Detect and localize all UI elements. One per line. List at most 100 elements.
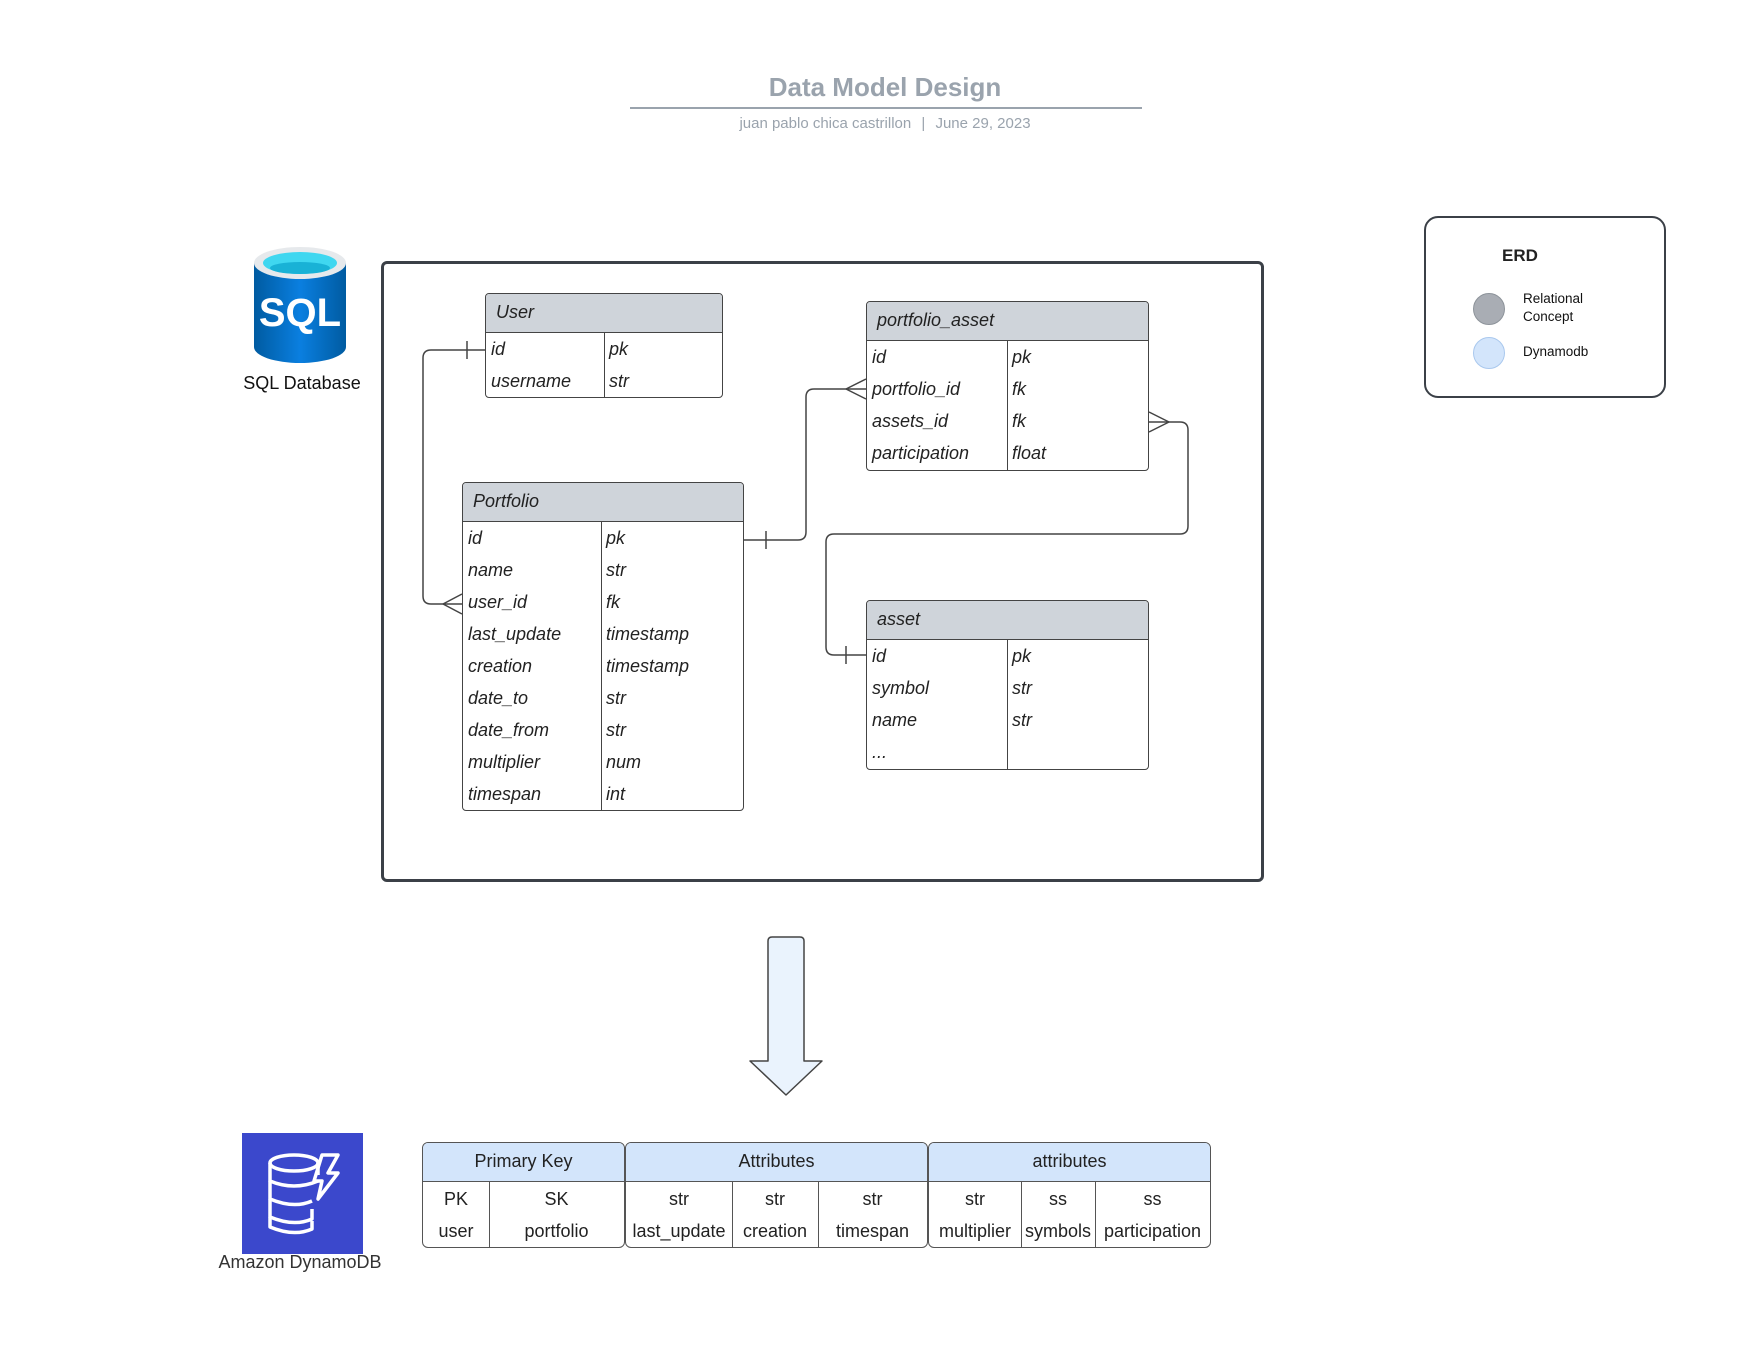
field-name: timespan xyxy=(468,784,542,804)
field-type: pk xyxy=(1012,646,1032,666)
many-marker xyxy=(1148,411,1170,433)
entity-row: portfolio_id fk xyxy=(867,373,1148,405)
attribute-type: ss xyxy=(1143,1189,1162,1209)
dynamo-table-attributes[interactable]: Attributes str last_update str creation … xyxy=(625,1142,928,1248)
field-name: name xyxy=(468,560,514,580)
field-name: ... xyxy=(872,742,888,762)
dynamo-table-primary-key[interactable]: Primary Key PK user SK portfolio xyxy=(422,1142,625,1248)
field-name: portfolio_id xyxy=(872,379,961,399)
legend-panel xyxy=(1424,216,1666,398)
attribute-type: str xyxy=(669,1189,689,1209)
field-type: str xyxy=(1012,678,1032,698)
dynamo-table-header: Attributes xyxy=(626,1143,927,1182)
field-type: pk xyxy=(606,528,626,548)
field-type: timestamp xyxy=(606,624,690,644)
entity-row: creation timestamp xyxy=(463,650,743,682)
field-type: float xyxy=(1012,443,1047,463)
down-arrow-icon xyxy=(749,936,823,1096)
dynamodb-icon xyxy=(242,1133,363,1254)
dynamodb-label: Amazon DynamoDB xyxy=(218,1252,382,1272)
field-name: last_update xyxy=(468,624,562,644)
column-divider xyxy=(601,522,602,810)
attribute-type: str xyxy=(965,1189,985,1209)
page-title: Data Model Design xyxy=(768,72,1002,102)
entity-portfolio-header: Portfolio xyxy=(463,483,743,522)
entity-row: name str xyxy=(463,554,743,586)
field-name: participation xyxy=(872,443,970,463)
dynamo-table-header: attributes xyxy=(929,1143,1210,1182)
sql-database-icon: SQL xyxy=(252,243,348,367)
attribute-name: last_update xyxy=(632,1221,726,1241)
svg-text:SQL: SQL xyxy=(259,291,341,335)
sql-database-label: SQL Database xyxy=(243,373,361,393)
entity-row: last_update timestamp xyxy=(463,618,743,650)
many-marker xyxy=(845,378,867,400)
column-divider xyxy=(604,333,605,397)
column-divider xyxy=(732,1182,733,1247)
attribute-name: user xyxy=(438,1221,474,1241)
title-underline xyxy=(630,107,1142,109)
field-name: multiplier xyxy=(468,752,541,772)
many-marker xyxy=(442,593,463,615)
entity-portfolio-asset-header: portfolio_asset xyxy=(867,302,1148,341)
attribute-name: timespan xyxy=(835,1221,910,1241)
column-divider xyxy=(1095,1182,1096,1247)
field-type: str xyxy=(606,688,626,708)
field-name: assets_id xyxy=(872,411,949,431)
dynamo-table-header: Primary Key xyxy=(423,1143,624,1182)
entity-row: participation float xyxy=(867,437,1148,469)
connector-portfolio-portfolioasset xyxy=(744,388,866,541)
page-subtitle: juan pablo chica castrillon | June 29, 2… xyxy=(630,115,1140,132)
entity-row: id pk xyxy=(867,640,1148,672)
field-type: str xyxy=(609,371,629,391)
column-divider xyxy=(489,1182,490,1247)
field-type: str xyxy=(1012,710,1032,730)
column-divider xyxy=(1007,341,1008,470)
field-name: id xyxy=(468,528,483,548)
field-type: timestamp xyxy=(606,656,690,676)
column-divider xyxy=(1007,640,1008,769)
field-type: fk xyxy=(1012,379,1027,399)
attribute-name: portfolio xyxy=(524,1221,589,1241)
entity-row: id pk xyxy=(463,522,743,554)
field-name: name xyxy=(872,710,918,730)
entity-row: name str xyxy=(867,704,1148,736)
field-name: date_to xyxy=(468,688,529,708)
field-type: str xyxy=(606,560,626,580)
entity-row: date_to str xyxy=(463,682,743,714)
field-name: date_from xyxy=(468,720,550,740)
connector-user-portfolio xyxy=(422,349,485,605)
entity-row: timespan int xyxy=(463,778,743,810)
field-name: id xyxy=(872,646,887,666)
entity-user-header: User xyxy=(486,294,722,333)
attribute-name: participation xyxy=(1103,1221,1202,1241)
subtitle-separator: | xyxy=(921,115,926,132)
column-divider xyxy=(1021,1182,1022,1247)
attribute-type: SK xyxy=(544,1189,569,1209)
attribute-name: creation xyxy=(742,1221,808,1241)
relational-model-container xyxy=(381,261,1264,882)
entity-asset-header: asset xyxy=(867,601,1148,640)
attribute-name: symbols xyxy=(1024,1221,1091,1241)
legend-label-line: Concept xyxy=(1523,309,1574,324)
legend-title: ERD xyxy=(1502,246,1538,265)
field-name: creation xyxy=(468,656,533,676)
field-type: int xyxy=(606,784,626,804)
legend-label-relational: Relational Concept xyxy=(1523,290,1583,326)
attribute-type: PK xyxy=(443,1189,468,1209)
legend-swatch-dynamodb xyxy=(1473,337,1505,369)
dynamo-table-extra-attributes[interactable]: attributes str multiplier ss symbols ss … xyxy=(928,1142,1211,1248)
legend-label-dynamodb: Dynamodb xyxy=(1523,344,1589,359)
attribute-type: ss xyxy=(1049,1189,1067,1209)
